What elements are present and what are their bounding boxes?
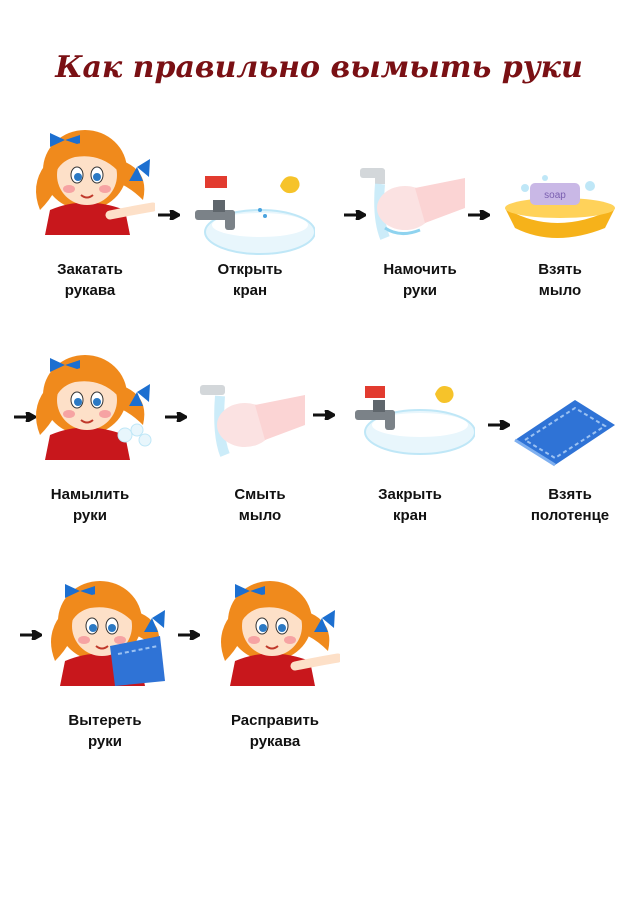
arrow-right-icon [20, 630, 42, 640]
close-faucet-icon [354, 386, 475, 455]
arrow-right-icon [344, 210, 366, 220]
step-label-line2: рукава [64, 282, 116, 299]
arrow-right-icon [313, 410, 335, 420]
arrow-right-icon [488, 420, 510, 430]
step-label-line2: полотенце [530, 507, 610, 524]
step-label-line1: Открыть [217, 261, 283, 278]
step-label-line1: Взять [538, 261, 582, 278]
arrow-right-icon [14, 412, 36, 422]
step-label-line2: руки [72, 507, 108, 524]
wet-hands-icon [360, 168, 465, 240]
arrow-right-icon [178, 630, 200, 640]
soap-label: soap [544, 190, 566, 201]
step-label-line2: руки [87, 733, 123, 750]
open-faucet-icon [194, 176, 315, 255]
rinse-hands-icon [200, 385, 305, 457]
step-label-line1: Намылить [50, 486, 130, 503]
step-label-line2: мыло [238, 507, 282, 524]
arrow-right-icon [468, 210, 490, 220]
step-label-line2: рукава [249, 733, 301, 750]
step-label-line1: Закрыть [378, 486, 442, 503]
step-label-line2: руки [402, 282, 438, 299]
step-label-line2: кран [232, 282, 268, 299]
step-label-line2: мыло [538, 282, 582, 299]
step-label-line1: Намочить [383, 261, 457, 278]
step-label-line1: Взять [548, 486, 592, 503]
towel-icon [514, 400, 615, 467]
step-label-line1: Закатать [57, 261, 123, 278]
soap-dish-icon: soap [505, 175, 615, 238]
step-label-line1: Смыть [234, 486, 286, 503]
girl-soaping-hands-icon [25, 340, 152, 460]
girl-unrolling-sleeves-icon [210, 566, 340, 686]
girl-rolling-sleeves-icon [25, 115, 155, 235]
step-label-line1: Расправить [230, 712, 320, 729]
page-title: Как правильно вымыть руки [55, 50, 583, 86]
step-label-line2: кран [392, 507, 428, 524]
arrow-right-icon [165, 412, 187, 422]
arrow-right-icon [158, 210, 180, 220]
step-label-line1: Вытереть [68, 712, 142, 729]
girl-drying-hands-icon [40, 566, 170, 686]
